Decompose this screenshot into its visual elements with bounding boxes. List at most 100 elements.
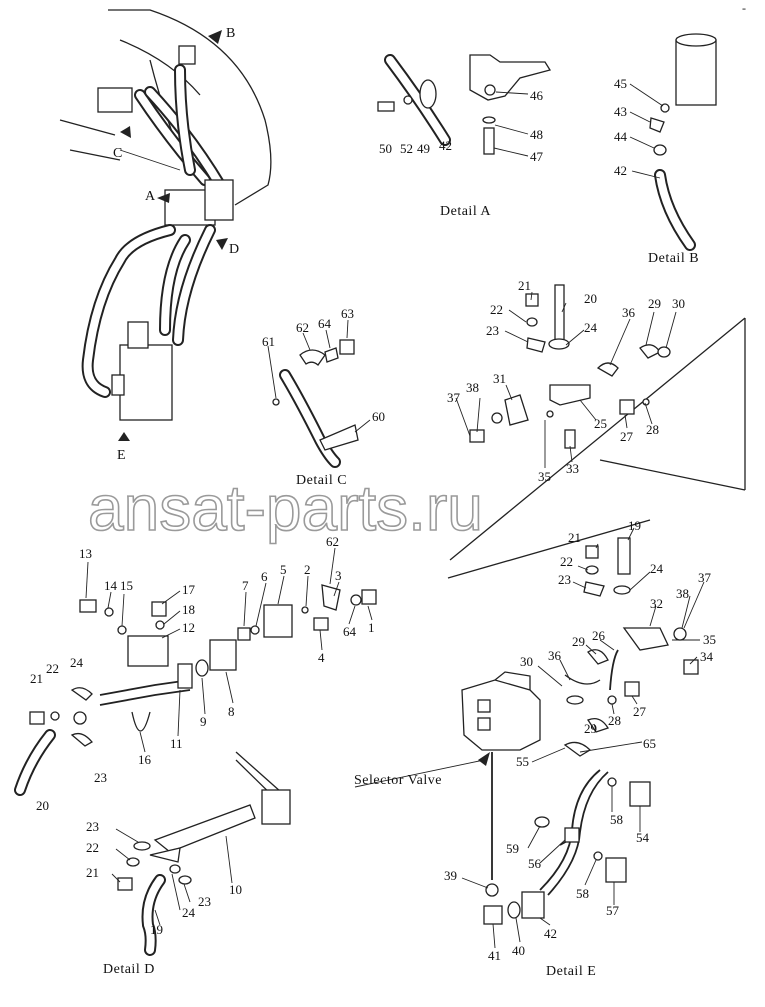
callout-e-39: 39: [444, 868, 457, 883]
callout-e-54: 54: [636, 830, 650, 845]
callout-e-23: 23: [558, 572, 571, 587]
callout-c-64: 64: [318, 316, 332, 331]
callout-ur-24: 24: [584, 320, 598, 335]
callout-c-63: 63: [341, 306, 354, 321]
callout-e-57: 57: [606, 903, 620, 918]
detail-b-caption: Detail B: [648, 251, 699, 266]
overview-assembly: B C A D E: [59, 9, 272, 463]
callout-ur-30: 30: [672, 296, 685, 311]
callout-d-4: 4: [318, 650, 325, 665]
callout-ur-33: 33: [566, 461, 579, 476]
callout-d-9: 9: [200, 714, 207, 729]
callout-e-32: 32: [650, 596, 663, 611]
callout-d-2: 2: [304, 562, 311, 577]
callout-b-44: 44: [614, 129, 628, 144]
callout-d-12: 12: [182, 620, 195, 635]
view-arrow-b-label: B: [226, 26, 236, 41]
callout-d-14: 14: [104, 578, 118, 593]
callout-d-6: 6: [261, 569, 268, 584]
detail-b: 45 43 44 42 Detail B: [614, 33, 717, 266]
callout-ur-37: 37: [447, 390, 461, 405]
callout-d-8: 8: [228, 704, 235, 719]
callout-e-26: 26: [592, 628, 606, 643]
callout-ur-35: 35: [538, 469, 551, 484]
callout-ur-22: 22: [490, 302, 503, 317]
callout-ur-20: 20: [584, 291, 597, 306]
detail-c-caption: Detail C: [296, 473, 347, 488]
callout-ur-29: 29: [648, 296, 661, 311]
callout-e-58b: 58: [576, 886, 589, 901]
callout-e-38: 38: [676, 586, 689, 601]
callout-e-19: 19: [628, 518, 641, 533]
callout-b-45: 45: [614, 76, 627, 91]
view-arrow-e: E: [117, 432, 130, 463]
callout-e-40: 40: [512, 943, 525, 958]
detail-a-caption: Detail A: [440, 204, 491, 219]
detail-e: Selector Valve: [354, 518, 716, 979]
detail-c: 63 64 62 61 60 Detail C: [262, 306, 385, 488]
callout-b-42: 42: [614, 163, 627, 178]
callout-e-27: 27: [633, 704, 647, 719]
callout-e-30: 30: [520, 654, 533, 669]
callout-ur-36: 36: [622, 305, 636, 320]
callout-ur-21: 21: [518, 278, 531, 293]
callout-ur-31: 31: [493, 371, 506, 386]
callout-e-29b: 29: [584, 721, 597, 736]
callout-d-16: 16: [138, 752, 152, 767]
callout-ur-23: 23: [486, 323, 499, 338]
callout-e-21: 21: [568, 530, 581, 545]
callout-e-22: 22: [560, 554, 573, 569]
callout-d-23b: 23: [86, 819, 99, 834]
callout-d-1: 1: [368, 620, 375, 635]
upper-right-assembly: 21 20 22 23 24 36 29 30 31 37 38 25 27 2…: [447, 278, 746, 561]
callout-e-35: 35: [703, 632, 716, 647]
callout-ur-28: 28: [646, 422, 659, 437]
callout-d-24a: 24: [70, 655, 84, 670]
selector-valve-label: Selector Valve: [354, 773, 442, 788]
callout-d-20: 20: [36, 798, 49, 813]
callout-d-18: 18: [182, 602, 195, 617]
callout-e-59: 59: [506, 841, 519, 856]
view-arrow-d: D: [216, 238, 240, 257]
view-arrow-a-label: A: [145, 189, 156, 204]
callout-e-37: 37: [698, 570, 712, 585]
callout-e-58a: 58: [610, 812, 623, 827]
callout-e-56: 56: [528, 856, 542, 871]
callout-d-23c: 23: [198, 894, 211, 909]
callout-e-28: 28: [608, 713, 621, 728]
callout-e-42: 42: [544, 926, 557, 941]
callout-d-21b: 21: [86, 865, 99, 880]
callout-d-64: 64: [343, 624, 357, 639]
callout-e-41: 41: [488, 948, 501, 963]
callout-a-52: 52: [400, 141, 413, 156]
detail-d: 13 14 15 17 18 12 7 6 5 2 62 3 1 64 4 21…: [14, 534, 377, 977]
view-arrow-d-label: D: [229, 242, 240, 257]
callout-e-36: 36: [548, 648, 562, 663]
view-arrow-c: C: [113, 126, 181, 171]
detail-a: 46 48 47 50 52 49 42 Detail A: [377, 54, 552, 219]
callout-ur-27: 27: [620, 429, 634, 444]
callout-d-62: 62: [326, 534, 339, 549]
callout-d-22b: 22: [86, 840, 99, 855]
callout-a-46: 46: [530, 88, 544, 103]
callout-d-5: 5: [280, 562, 287, 577]
corner-mark: -: [742, 1, 746, 15]
view-arrow-b: B: [208, 26, 236, 44]
callout-d-3: 3: [335, 568, 342, 583]
callout-ur-38: 38: [466, 380, 479, 395]
callout-d-13: 13: [79, 546, 92, 561]
callout-d-7: 7: [242, 578, 249, 593]
callout-b-43: 43: [614, 104, 627, 119]
callout-d-10: 10: [229, 882, 242, 897]
watermark: ansat-parts.ru: [88, 472, 483, 544]
detail-e-caption: Detail E: [546, 964, 596, 979]
callout-e-29a: 29: [572, 634, 585, 649]
callout-e-55: 55: [516, 754, 529, 769]
callout-c-60: 60: [372, 409, 385, 424]
callout-ur-25: 25: [594, 416, 607, 431]
callout-a-42: 42: [439, 138, 452, 153]
callout-a-47: 47: [530, 149, 544, 164]
callout-d-19: 19: [150, 922, 163, 937]
callout-e-65: 65: [643, 736, 656, 751]
